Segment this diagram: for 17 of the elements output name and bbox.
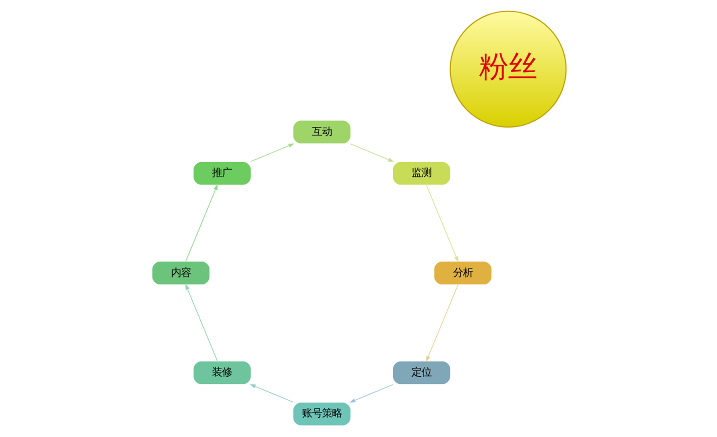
node-box: 定位 (392, 360, 450, 385)
node-box: 内容 (151, 260, 210, 286)
node-box: 账号策略 (292, 402, 351, 426)
node-box: 推广 (192, 161, 252, 186)
arrow (184, 184, 218, 262)
node-box: 互动 (292, 120, 351, 144)
node-box: 监测 (392, 161, 450, 186)
arrow (426, 184, 458, 262)
node-circle: 粉丝 (449, 10, 566, 128)
arrow (426, 284, 458, 362)
node-box: 分析 (433, 260, 492, 286)
arrow (184, 284, 218, 362)
arrow (348, 384, 393, 403)
arrow (350, 144, 394, 162)
node-box: 装修 (192, 360, 252, 385)
arrow (249, 384, 294, 403)
arrow (250, 143, 294, 162)
